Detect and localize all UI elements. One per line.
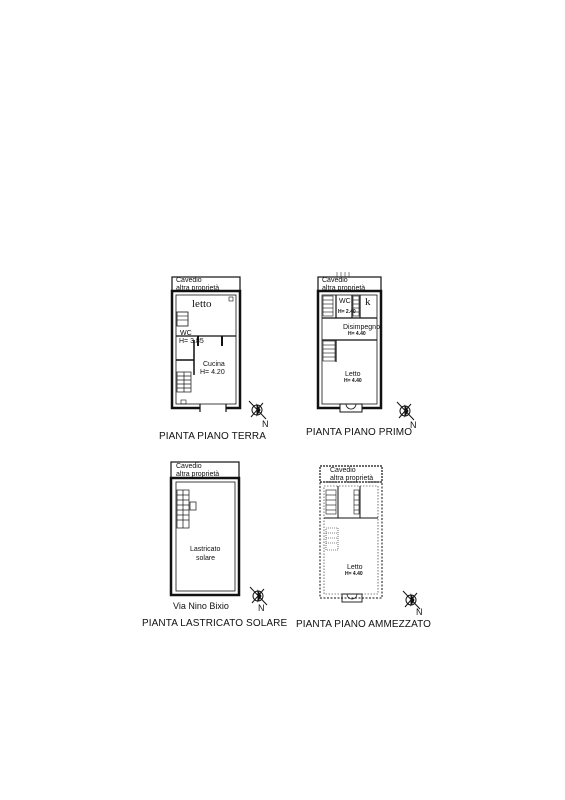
room-label-letto: letto bbox=[192, 298, 212, 310]
altra-proprieta-label: altra proprietà bbox=[330, 475, 374, 482]
north-arrow-icon bbox=[396, 401, 415, 421]
room-height-letto: H= 4.40 bbox=[345, 571, 363, 577]
altra-proprieta-label: altra proprietà bbox=[322, 285, 366, 292]
caption-piano-ammezzato: PIANTA PIANO AMMEZZATO bbox=[296, 619, 431, 630]
north-arrow-icon bbox=[402, 590, 421, 610]
room-label-lastricato: Lastricato bbox=[190, 546, 221, 553]
north-arrow-icon bbox=[249, 586, 268, 606]
room-label-wc: WC bbox=[339, 298, 351, 305]
cavedio-label: Cavedio bbox=[176, 277, 202, 284]
room-label-k: k bbox=[365, 296, 371, 308]
north-label: N bbox=[416, 607, 423, 617]
room-label-solare: solare bbox=[196, 555, 216, 562]
cavedio-label: Cavedio bbox=[330, 467, 356, 474]
cavedio-label: Cavedio bbox=[176, 463, 202, 470]
room-height-wc: H= 2.40 bbox=[338, 309, 356, 315]
plan-piano-terra bbox=[170, 276, 242, 412]
north-label: N bbox=[258, 603, 265, 613]
room-height-letto: H= 4.40 bbox=[344, 378, 362, 384]
plan-lastricato-solare bbox=[169, 461, 241, 597]
plan-piano-ammezzato bbox=[319, 465, 383, 603]
room-height-disimpegno: H= 4.40 bbox=[348, 331, 366, 337]
caption-piano-terra: PIANTA PIANO TERRA bbox=[159, 431, 267, 442]
cavedio-label: Cavedio bbox=[322, 277, 348, 284]
altra-proprieta-label: altra proprietà bbox=[176, 471, 220, 478]
room-label-letto: Letto bbox=[347, 564, 363, 571]
north-label: N bbox=[410, 420, 417, 430]
caption-lastricato-solare: PIANTA LASTRICATO SOLARE bbox=[142, 618, 288, 629]
plan-piano-primo bbox=[316, 272, 383, 413]
caption-piano-primo: PIANTA PIANO PRIMO bbox=[306, 427, 413, 438]
altra-proprieta-label: altra proprietà bbox=[176, 285, 220, 292]
room-label-cucina: Cucina bbox=[203, 361, 225, 368]
room-height-wc: H= 3.85 bbox=[179, 338, 204, 345]
north-label: N bbox=[262, 419, 269, 429]
room-label-wc: WC bbox=[180, 330, 192, 337]
north-arrow-icon bbox=[248, 400, 267, 420]
room-label-letto: Letto bbox=[345, 371, 361, 378]
street-label: Via Nino Bixio bbox=[173, 601, 229, 611]
room-label-disimpegno: Disimpegno bbox=[343, 324, 380, 331]
room-height-cucina: H= 4.20 bbox=[200, 369, 225, 376]
